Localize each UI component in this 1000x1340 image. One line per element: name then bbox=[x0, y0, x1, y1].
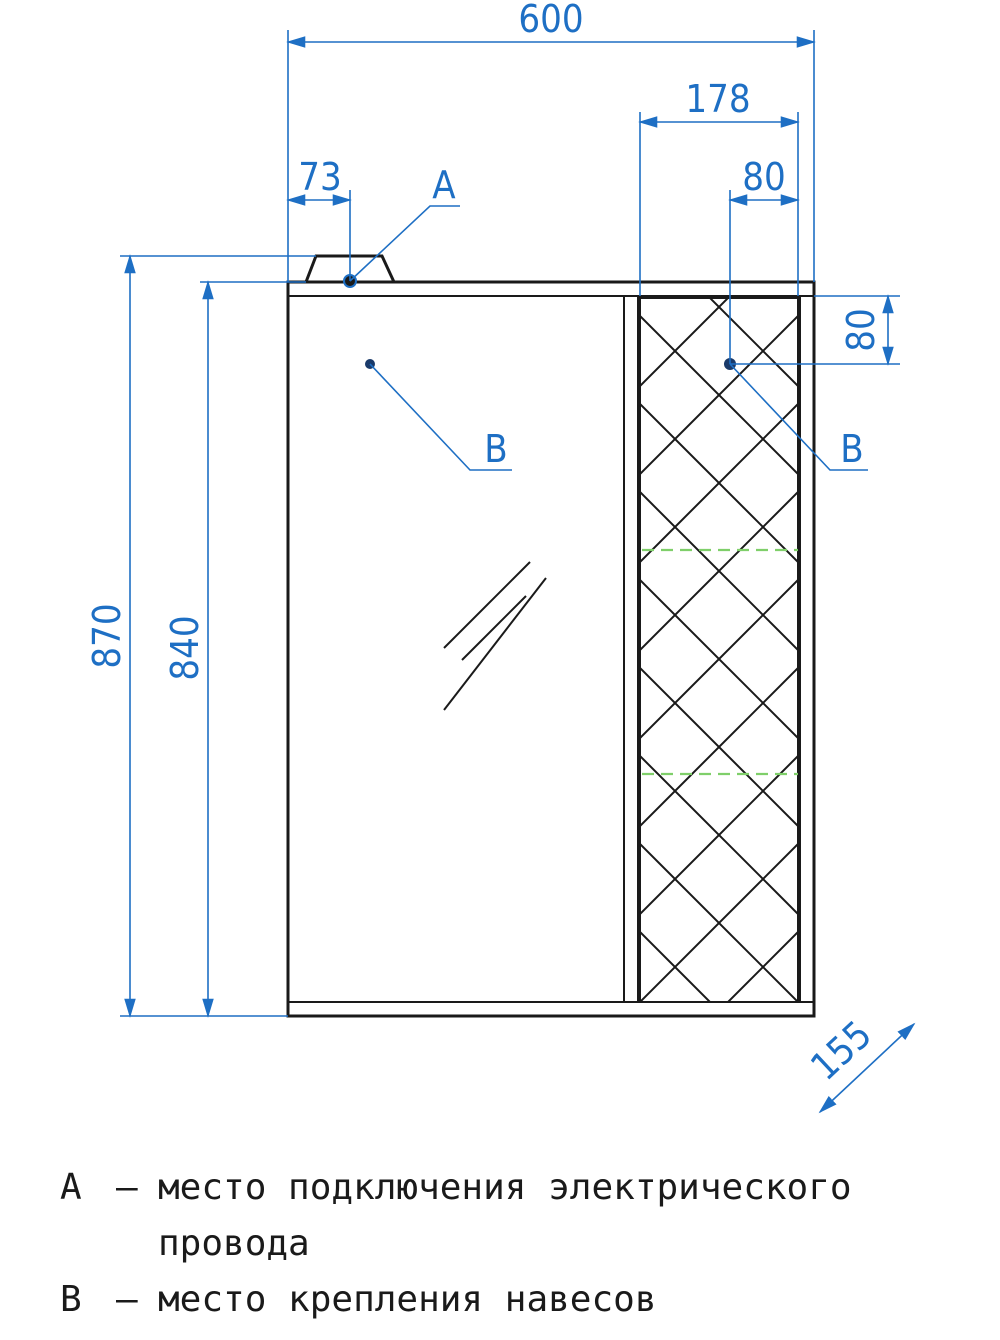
marker-label-socket: A bbox=[432, 163, 456, 207]
lattice-line bbox=[640, 491, 798, 651]
dim-label-socket-offset: 73 bbox=[298, 155, 342, 199]
dim-body-height: 840 bbox=[163, 280, 306, 1018]
leader-socket bbox=[349, 205, 460, 282]
lattice-line bbox=[640, 403, 798, 563]
legend-item-hanger: B – место крепления навесов bbox=[60, 1272, 980, 1328]
marker-label-hanger-left: B bbox=[484, 427, 507, 471]
lattice-line bbox=[640, 1020, 798, 1120]
dim-total-height: 870 bbox=[85, 254, 316, 1018]
lattice-line bbox=[640, 315, 798, 475]
legend-key: A bbox=[60, 1167, 82, 1208]
legend-text: место подключения электрического bbox=[158, 1167, 852, 1208]
dim-hanger-top: 80 bbox=[730, 294, 900, 366]
dim-socket-offset: 73 bbox=[286, 155, 352, 281]
dim-depth: 155 bbox=[802, 1012, 916, 1114]
cabinet-drawing: 600 178 80 73 80 870 840 bbox=[85, 0, 916, 1120]
dim-label-side-width: 178 bbox=[685, 77, 750, 121]
legend-dash: – bbox=[116, 1167, 138, 1208]
dim-label-total-width: 600 bbox=[518, 0, 583, 41]
dim-label-hanger-top: 80 bbox=[839, 308, 883, 352]
leader-hanger-left bbox=[369, 363, 512, 471]
lattice-line bbox=[726, 931, 798, 1002]
legend: A – место подключения электрического про… bbox=[60, 1160, 980, 1328]
dim-label-hanger-side: 80 bbox=[742, 155, 786, 199]
legend-item-socket: A – место подключения электрического bbox=[60, 1160, 980, 1216]
lattice-door bbox=[639, 297, 799, 1120]
leader-hanger-right bbox=[729, 363, 868, 471]
marker-label-hanger-right: B bbox=[840, 427, 863, 471]
legend-continuation: провода bbox=[158, 1223, 310, 1264]
lattice-line bbox=[640, 667, 798, 827]
lattice-line bbox=[640, 931, 712, 1002]
lattice-line bbox=[640, 1108, 798, 1120]
legend-dash: – bbox=[116, 1279, 138, 1320]
lattice-line bbox=[640, 298, 730, 387]
cabinet-outline bbox=[286, 280, 816, 1018]
legend-key: B bbox=[60, 1279, 82, 1320]
dim-hanger-side: 80 bbox=[728, 155, 800, 364]
lamp-housing bbox=[304, 254, 396, 283]
cabinet-body bbox=[286, 254, 816, 1018]
lattice-line bbox=[640, 1108, 798, 1120]
dim-label-depth: 155 bbox=[802, 1012, 880, 1089]
lattice-line bbox=[640, 843, 798, 1002]
lattice-line bbox=[640, 755, 798, 915]
lattice-line bbox=[640, 1020, 798, 1120]
dim-total-width: 600 bbox=[286, 0, 816, 282]
dim-label-body-height: 840 bbox=[163, 615, 207, 680]
dim-label-total-height: 870 bbox=[85, 603, 129, 668]
lattice-line bbox=[640, 579, 798, 739]
legend-text: место крепления навесов bbox=[158, 1279, 657, 1320]
mirror-reflection-marks bbox=[443, 561, 547, 711]
